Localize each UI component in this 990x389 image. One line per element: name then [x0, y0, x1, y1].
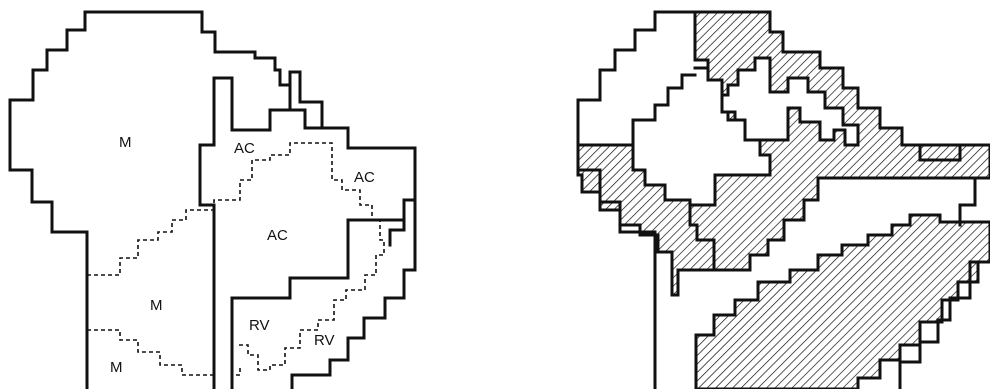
label-ac-top: AC: [234, 140, 255, 157]
right-stair-inner: [960, 178, 990, 225]
rv-right-outer: [292, 200, 415, 389]
left-outer-outline: [10, 12, 330, 389]
label-rv-left: RV: [249, 317, 270, 334]
label-m-middle: M: [150, 297, 163, 314]
dashed-boundary-bottom: [87, 330, 214, 375]
label-ac-center: AC: [267, 227, 288, 244]
right-inner-divider: [578, 75, 695, 145]
dashed-boundary-left: [87, 210, 214, 275]
left-panel: M AC AC AC M RV RV M: [10, 12, 415, 389]
label-m-top: M: [119, 134, 132, 151]
right-panel: [578, 12, 990, 389]
ac-upper-inner: [390, 230, 404, 245]
label-m-bottom: M: [110, 359, 123, 376]
dashed-boundary-rv-small: [236, 365, 240, 375]
left-outer-right-boundary: [200, 78, 214, 389]
label-ac-right: AC: [354, 169, 375, 186]
label-rv-right: RV: [314, 332, 335, 349]
